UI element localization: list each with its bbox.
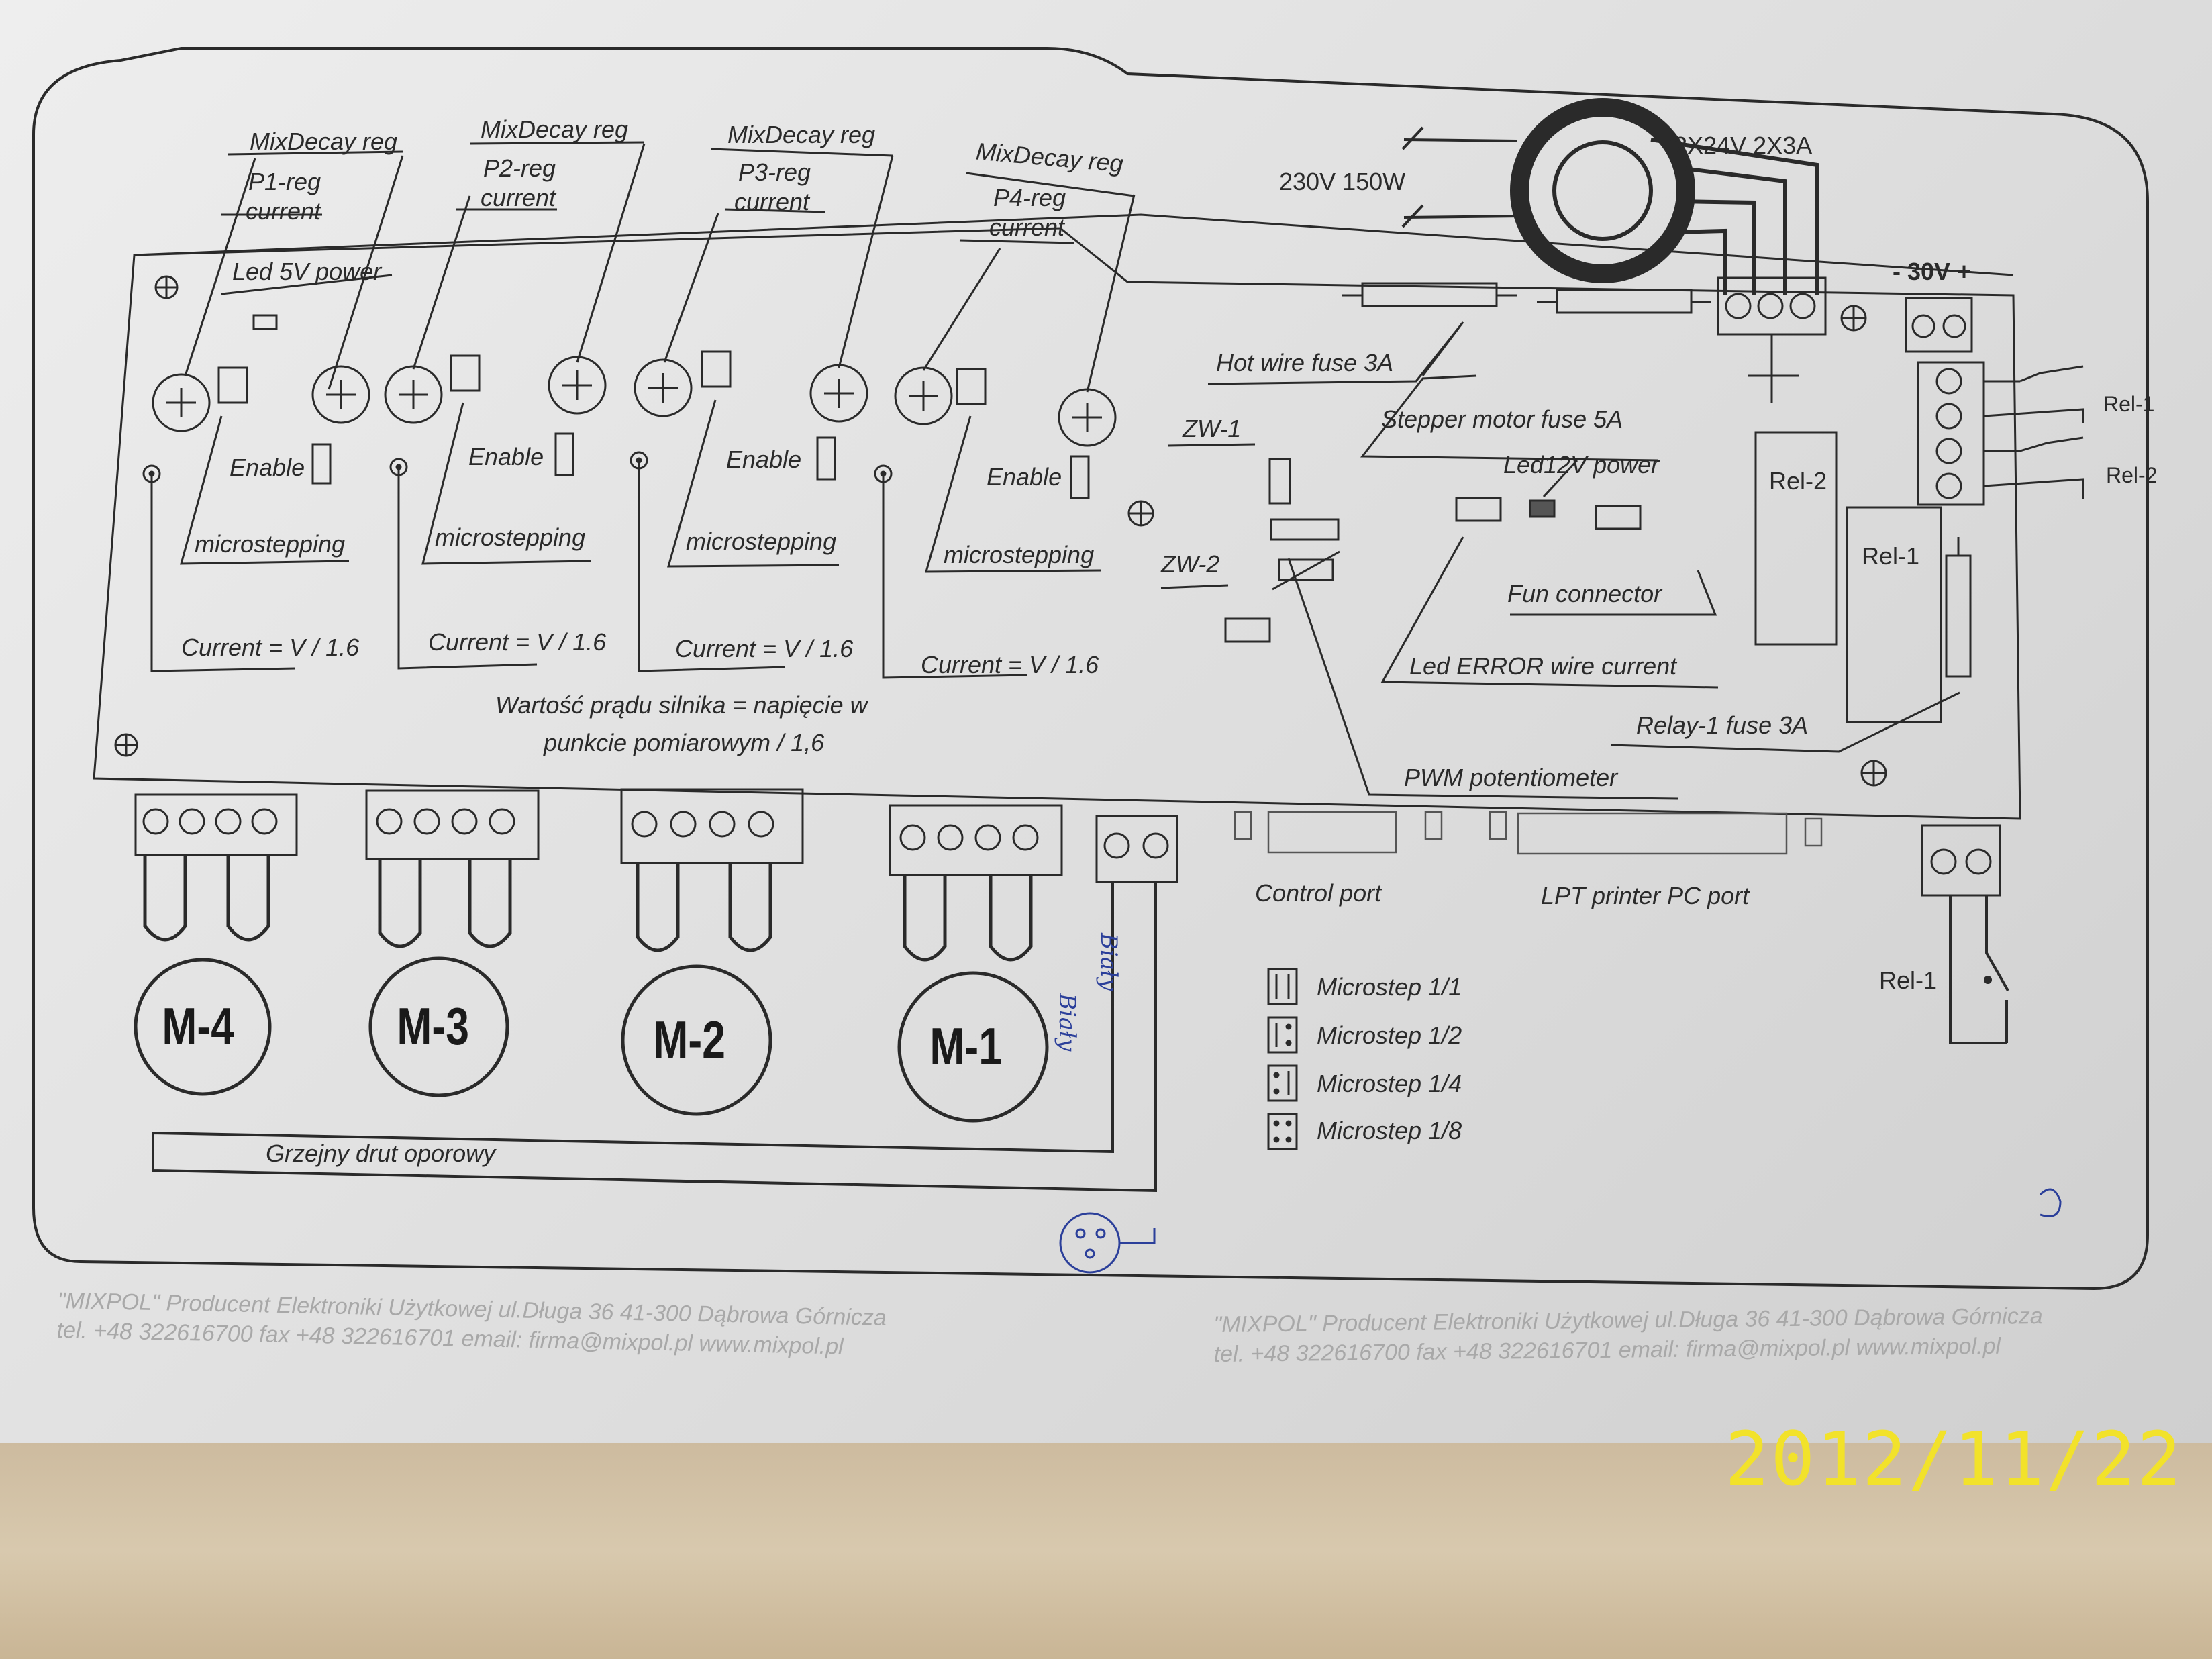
camera-date-stamp: 2012/11/22: [1725, 1416, 2183, 1502]
hot-wire-fuse-label: Hot wire fuse 3A: [1216, 349, 1394, 376]
preg-label-1: P1-reg: [248, 168, 321, 195]
transformer: [1401, 98, 1819, 295]
motor-current-note-1: Wartość prądu silnika = napięcie w: [495, 691, 868, 719]
outer-outline: [32, 47, 2149, 1291]
motor-current-note-2: punkcie pomiarowym / 1,6: [544, 729, 825, 756]
table-surface: [0, 1443, 2212, 1659]
rel1-internal-label: Rel-1: [1862, 542, 1920, 570]
thermistor-symbol: [1272, 550, 1340, 591]
microstep-legend-2: Microstep 1/2: [1317, 1021, 1462, 1049]
footer-right: "MIXPOL" Producent Elektroniki Użytkowej…: [1213, 1301, 2043, 1369]
mixdecay-label-1: MixDecay reg: [250, 128, 398, 155]
dc-label: - 30V +: [1893, 258, 1972, 285]
microstepping-label-1: microstepping: [195, 530, 346, 558]
heater-wire-label: Grzejny drut oporowy: [266, 1140, 496, 1167]
motor-label-1: M-1: [929, 1017, 1002, 1076]
enable-label-4: Enable: [987, 463, 1062, 491]
microstepping-label-4: microstepping: [944, 541, 1095, 568]
microstep-legend-3: Microstep 1/4: [1317, 1070, 1462, 1097]
zw1-label: ZW-1: [1183, 415, 1242, 442]
current-formula-4: Current = V / 1.6: [921, 651, 1099, 678]
microstepping-label-3: microstepping: [686, 527, 837, 555]
zw2-label: ZW-2: [1161, 550, 1220, 578]
microstepping-label-2: microstepping: [435, 523, 586, 551]
rel2-contact-label: Rel-2: [2106, 463, 2158, 487]
motor-coils: [143, 855, 1033, 962]
lpt-port-label: LPT printer PC port: [1541, 882, 1750, 909]
handwritten-note-1: Biały: [1054, 993, 1080, 1052]
current-label-1: current: [246, 197, 321, 225]
power-terminals: [1717, 276, 2084, 506]
current-label-2: current: [481, 184, 556, 211]
stepper-fuse-label: Stepper motor fuse 5A: [1381, 405, 1623, 433]
board-connectors: [1234, 811, 1823, 855]
heater-wire: [152, 882, 1157, 1193]
led12v-label: Led12V power: [1503, 451, 1660, 479]
current-formula-1: Current = V / 1.6: [181, 634, 360, 661]
enable-label-3: Enable: [726, 446, 802, 473]
fun-connector-label: Fun connector: [1507, 580, 1662, 607]
led-error-label: Led ERROR wire current: [1409, 652, 1677, 680]
microstep-legend-4: Microstep 1/8: [1317, 1117, 1462, 1144]
handwritten-note-2: Biały: [1095, 933, 1122, 991]
rel1-external-label: Rel-1: [1879, 966, 1938, 994]
relay-fuse-label: Relay-1 fuse 3A: [1636, 711, 1809, 739]
enable-label-1: Enable: [230, 454, 305, 481]
motor-label-4: M-4: [162, 997, 234, 1056]
control-port-label: Control port: [1255, 879, 1382, 907]
rel2-internal-label: Rel-2: [1769, 467, 1827, 495]
pcb-area: [93, 227, 2021, 820]
motor-terminals: [134, 788, 2001, 897]
microstep-icons: [1267, 968, 1298, 1150]
leader-lines: [150, 141, 1960, 800]
current-formula-2: Current = V / 1.6: [428, 628, 607, 656]
current-label-3: current: [734, 188, 810, 215]
enable-label-2: Enable: [468, 443, 544, 470]
preg-label-3: P3-reg: [738, 158, 811, 186]
mixdecay-label-3: MixDecay reg: [727, 121, 876, 148]
pen-marks: [1059, 1188, 2062, 1274]
rel1-contact: [1949, 895, 2009, 1044]
secondary-label: 2X24V 2X3A: [1674, 132, 1813, 159]
led-5v-label: Led 5V power: [232, 258, 382, 285]
motor-label-3: M-3: [397, 997, 469, 1056]
preg-label-4: P4-reg: [993, 184, 1066, 211]
motor-circles: [134, 956, 1049, 1123]
current-formula-3: Current = V / 1.6: [675, 635, 854, 662]
rel1-contact-label: Rel-1: [2103, 392, 2155, 416]
preg-label-2: P2-reg: [483, 154, 556, 182]
jumper-blocks: [217, 314, 1642, 643]
paper-sheet: [0, 0, 2212, 1443]
motor-label-2: M-2: [653, 1010, 725, 1069]
mixdecay-label-2: MixDecay reg: [481, 115, 629, 143]
microstep-legend-1: Microstep 1/1: [1317, 973, 1462, 1001]
relays: [1754, 431, 1942, 723]
current-label-4: current: [989, 213, 1065, 241]
mounting-holes: [114, 275, 1887, 787]
fuses: [1342, 282, 1972, 678]
mains-label: 230V 150W: [1279, 168, 1406, 195]
driver-pots: [152, 356, 1117, 447]
pwm-label: PWM potentiometer: [1404, 764, 1618, 791]
